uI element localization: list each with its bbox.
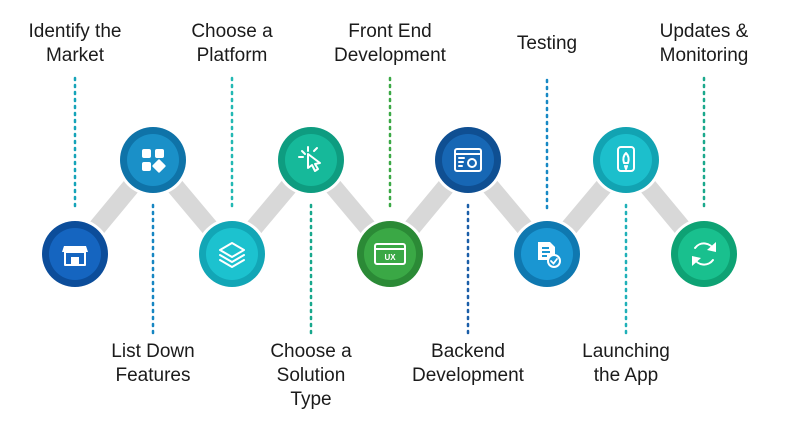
node-face	[285, 134, 337, 186]
browser-gear-icon	[454, 148, 482, 172]
step-node-6	[432, 124, 504, 196]
document-check-icon	[538, 242, 561, 268]
step-node-4	[275, 124, 347, 196]
step-label-9: Updates & Monitoring	[659, 21, 749, 66]
step-node-7	[511, 218, 583, 290]
step-node-5: UX	[354, 218, 426, 290]
node-face	[127, 134, 179, 186]
step-node-3	[196, 218, 268, 290]
step-node-1	[39, 218, 111, 290]
pointer-icon	[298, 146, 321, 172]
step-label-8: Launching the App	[582, 341, 670, 386]
step-label-4: Choose a Solution Type	[270, 341, 352, 410]
node-face	[206, 228, 258, 280]
step-label-7: Testing	[516, 33, 578, 54]
step-label-6: Backend Development	[412, 341, 524, 386]
svg-text:UX: UX	[384, 253, 396, 262]
node-face	[600, 134, 652, 186]
node-face	[678, 228, 730, 280]
step-label-2: List Down Features	[111, 341, 195, 386]
store-icon	[62, 246, 88, 266]
node-face	[49, 228, 101, 280]
grid-icon	[142, 149, 166, 173]
layers-icon	[219, 242, 245, 268]
step-label-3: Choose a Platform	[191, 21, 273, 66]
ux-window-icon: UX	[374, 243, 406, 265]
step-label-1: Identify the Market	[28, 21, 122, 66]
phone-rocket-icon	[617, 146, 635, 172]
step-node-2	[117, 124, 189, 196]
step-node-8	[590, 124, 662, 196]
node-face	[364, 228, 416, 280]
refresh-icon	[692, 242, 716, 266]
step-node-9	[668, 218, 740, 290]
step-label-5: Front End Development	[334, 21, 446, 66]
